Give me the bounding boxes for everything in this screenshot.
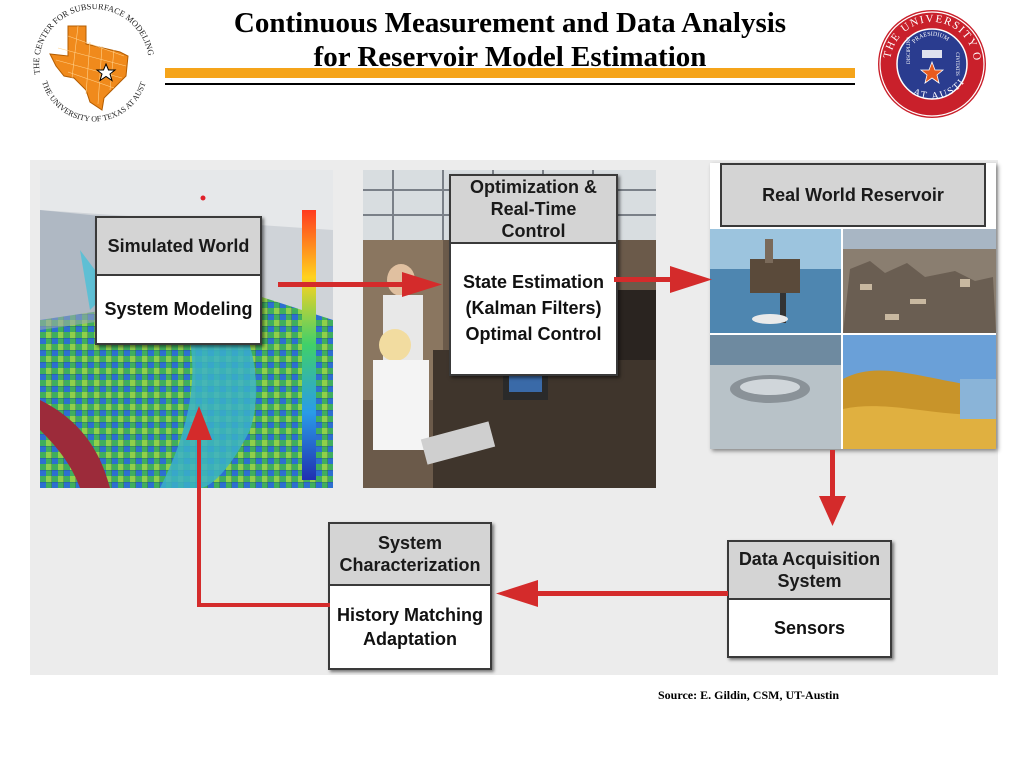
reservoir-workflow-diagram: Simulated World System Modeling Optimiza… <box>30 160 998 675</box>
arrow-characterization-to-model <box>186 406 330 607</box>
data-acquisition-box: Data Acquisition System Sensors <box>727 540 892 658</box>
csm-logo: THE CENTER FOR SUBSURFACE MODELING THE U… <box>28 4 156 122</box>
seal-star-icon <box>919 60 945 84</box>
simulated-world-box: Simulated World System Modeling <box>95 216 262 345</box>
title-line-2: for Reservoir Model Estimation <box>313 41 707 73</box>
state-estimation-label: State Estimation (Kalman Filters) Optima… <box>462 272 605 344</box>
sensors-label: Sensors <box>773 617 846 638</box>
texas-shape-icon <box>49 25 129 111</box>
coastal-dunes-photo <box>843 335 996 449</box>
ut-seal-logo: THE UNIVERSITY OF TEXAS AT AUSTIN PRAESI… <box>876 8 986 118</box>
arrow-sensors-to-characterization <box>496 580 728 607</box>
data-acquisition-header: Data Acquisition System <box>729 542 890 600</box>
control-room-panel: Optimization & Real-Time Control State E… <box>363 170 656 488</box>
system-characterization-header: System Characterization <box>330 524 490 586</box>
arrow-control-to-reservoir <box>614 266 712 293</box>
source-credit: Source: E. Gildin, CSM, UT-Austin <box>658 688 840 702</box>
arrow-reservoir-to-sensors <box>819 450 846 526</box>
real-world-panel: Real World Reservoir <box>710 163 996 449</box>
seal-book-icon <box>922 50 942 58</box>
simulated-world-header: Simulated World <box>97 218 260 276</box>
history-matching-label: History Matching Adaptation <box>336 605 483 649</box>
simulated-world-panel: Simulated World System Modeling <box>40 170 333 488</box>
seal-inner-left-text: DISCIPLINA <box>907 36 912 64</box>
system-modeling-label: System Modeling <box>104 299 253 319</box>
title-underline-orange <box>165 68 855 78</box>
debris-field-photo <box>843 229 996 333</box>
seal-inner-right-text: CIVITATIS <box>954 52 959 76</box>
page-title: Continuous Measurement and Data Analysis… <box>165 6 855 74</box>
system-characterization-box: System Characterization History Matching… <box>328 522 492 670</box>
optimization-box: Optimization & Real-Time Control State E… <box>449 174 618 376</box>
title-line-1: Continuous Measurement and Data Analysis <box>233 7 787 39</box>
star-icon <box>95 62 117 82</box>
arctic-site-photo <box>710 335 841 449</box>
reservoir-photos <box>710 229 996 449</box>
title-underline-black <box>165 83 855 85</box>
offshore-rig-photo <box>710 229 841 333</box>
flow-arrows <box>186 266 846 607</box>
optimization-header: Optimization & Real-Time Control <box>451 176 616 244</box>
arrow-model-to-control <box>278 272 442 297</box>
real-world-header: Real World Reservoir <box>720 163 986 227</box>
